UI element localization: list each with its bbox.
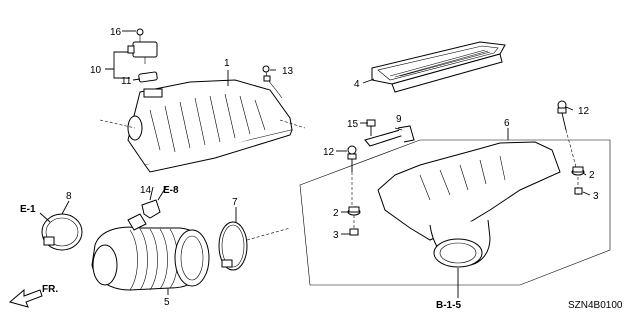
callout-3-left: 3 — [333, 230, 339, 241]
front-direction-arrow: FR. — [8, 284, 58, 308]
callout-1: 1 — [224, 58, 230, 69]
air-cleaner-housing — [377, 141, 579, 268]
callout-2-left: 2 — [333, 208, 339, 219]
callout-12-left: 12 — [323, 147, 335, 158]
bolt-12-right — [557, 100, 567, 131]
air-filter-element — [371, 41, 506, 93]
callout-4: 4 — [354, 79, 360, 90]
grommet-2-left — [347, 172, 361, 216]
ref-e-8[interactable]: E-8 — [163, 185, 179, 196]
air-cleaner-upper-cover — [99, 79, 306, 173]
breather-tube — [262, 65, 283, 99]
housing-outline-box — [299, 139, 611, 286]
diagram-code: SZN4B0100 — [568, 300, 623, 311]
callout-9: 9 — [396, 114, 402, 125]
callout-15: 15 — [347, 119, 359, 130]
callout-12-right: 12 — [578, 106, 590, 117]
callout-7: 7 — [232, 197, 238, 208]
bolt-12-left — [347, 145, 357, 172]
bolt-15 — [366, 119, 376, 136]
callout-14: 14 — [140, 185, 152, 196]
callout-2-right: 2 — [589, 170, 595, 181]
clip-14 — [141, 199, 161, 219]
callout-11: 11 — [121, 76, 132, 87]
grommet-2-right — [565, 129, 585, 176]
hose-clamp-8 — [41, 213, 83, 251]
callout-13: 13 — [282, 66, 294, 77]
hose-clamp-7 — [218, 221, 291, 271]
bracket — [364, 125, 415, 147]
callout-8: 8 — [66, 191, 72, 202]
air-flow-sensor-assembly — [127, 28, 158, 83]
callout-6: 6 — [504, 118, 510, 129]
callout-10: 10 — [90, 65, 102, 76]
front-direction-label: FR. — [42, 284, 58, 295]
callout-3-right: 3 — [593, 191, 599, 202]
intake-duct — [91, 213, 210, 291]
collar-3-left — [349, 215, 359, 236]
callout-5: 5 — [164, 297, 170, 308]
ref-b-1-5[interactable]: B-1-5 — [436, 300, 461, 311]
collar-3-right — [574, 187, 583, 195]
leader-lines — [39, 30, 591, 298]
callout-16: 16 — [110, 27, 122, 38]
ref-e-1[interactable]: E-1 — [20, 204, 36, 215]
